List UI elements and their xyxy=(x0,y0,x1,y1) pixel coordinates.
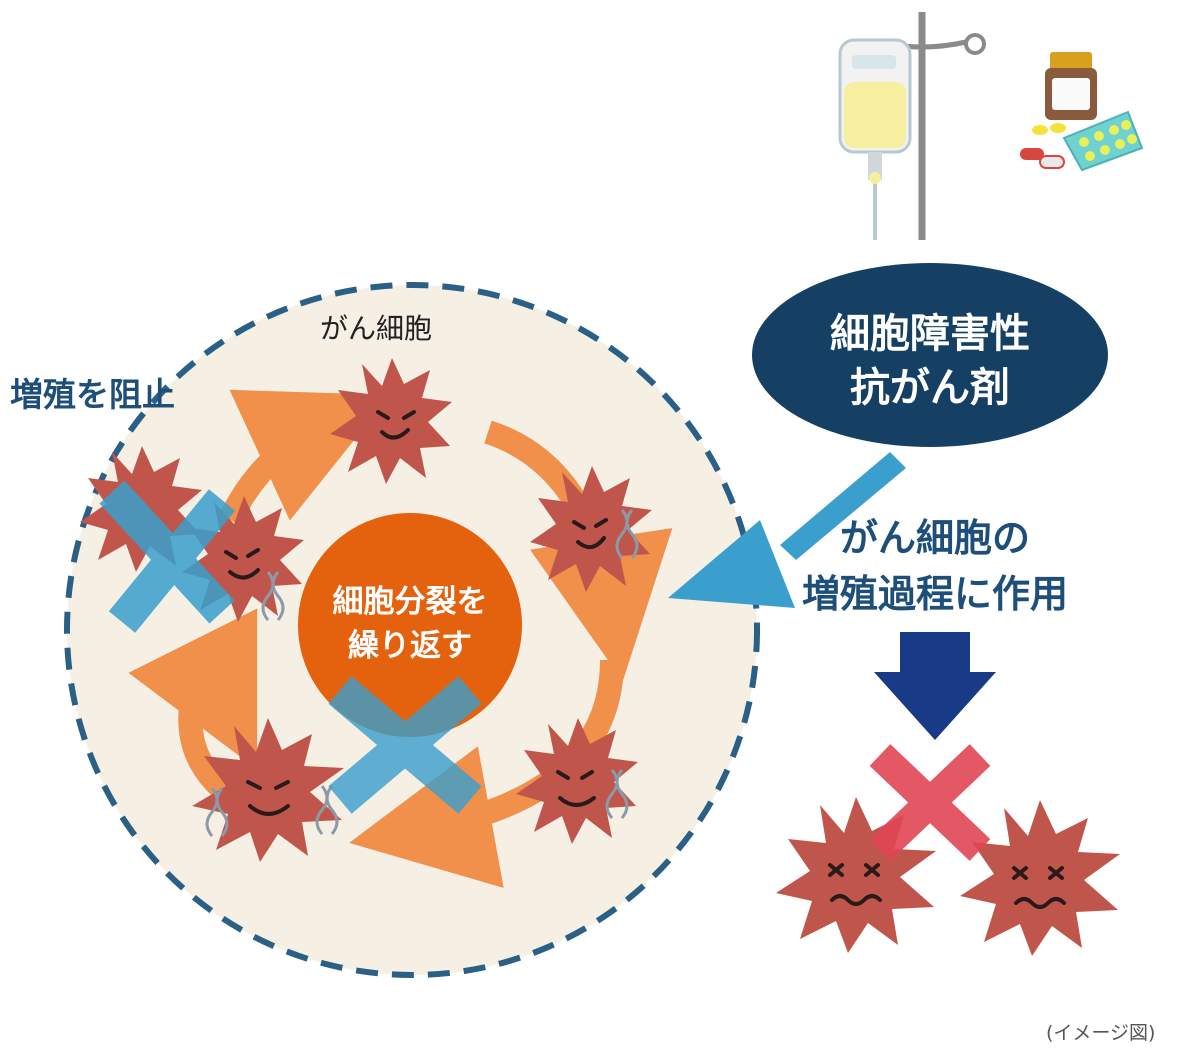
action-label-line2: 増殖過程に作用 xyxy=(801,572,1068,616)
action-label: がん細胞の 増殖過程に作用 xyxy=(750,510,1120,622)
cancer-cell-right-bottom xyxy=(516,718,638,844)
dead-cancer-cell-right xyxy=(960,800,1120,956)
cancer-cell-label: がん細胞 xyxy=(320,312,433,345)
center-label: 細胞分裂を 繰り返す xyxy=(300,580,520,668)
capsule-icon xyxy=(1020,123,1066,169)
block-cross-center xyxy=(328,676,482,814)
cancer-cell-top xyxy=(330,358,452,484)
center-label-line2: 繰り返す xyxy=(348,628,472,664)
cancer-cell-right-top xyxy=(530,466,652,592)
action-arrow xyxy=(668,452,906,608)
drug-label-line2: 抗がん剤 xyxy=(850,365,1010,411)
drug-bubble xyxy=(752,263,1108,447)
red-cross xyxy=(869,744,991,861)
pill-blister-icon xyxy=(1062,110,1144,172)
cancer-cell-bottom-left xyxy=(192,718,344,862)
image-note: (イメージ図) xyxy=(1046,1022,1156,1044)
block-cross-left xyxy=(99,480,236,633)
medicine-bottle-icon xyxy=(1045,52,1097,120)
drug-label-line1: 細胞障害性 xyxy=(830,311,1030,357)
dna-icon xyxy=(205,509,639,837)
down-arrow xyxy=(874,632,996,740)
block-growth-label: 増殖を阻止 xyxy=(10,375,175,414)
iv-drip-icon xyxy=(838,12,986,240)
center-label-line1: 細胞分裂を xyxy=(332,584,488,620)
action-label-line1: がん細胞の xyxy=(839,516,1030,560)
drug-label: 細胞障害性 抗がん剤 xyxy=(760,307,1100,415)
